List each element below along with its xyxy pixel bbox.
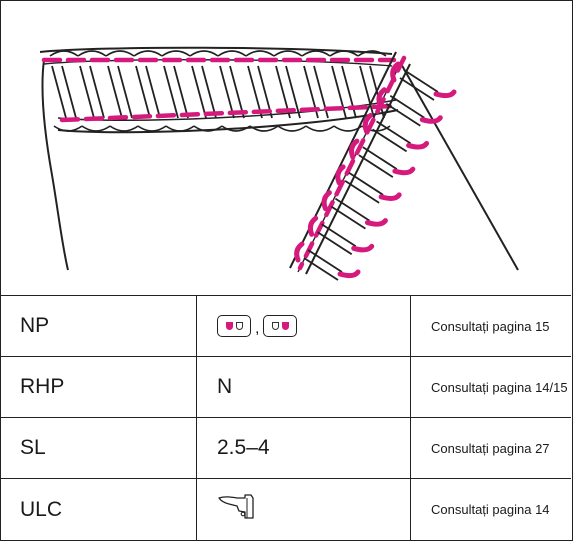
needle-left-active-icon: [217, 315, 251, 337]
upper-looper-converter-icon: [218, 493, 254, 519]
table-row: RHP N Consultați pagina 14/15: [0, 356, 571, 418]
page-reference: Consultați pagina 27: [410, 417, 571, 479]
settings-table: NP , Consultați pagina 15 RHP N Consulta…: [0, 296, 571, 540]
setting-key: SL: [0, 417, 197, 479]
table-row: NP , Consultați pagina 15: [0, 296, 571, 357]
flatlock-seam-stitch-illustration-icon: [39, 46, 519, 281]
stitch-illustration: [0, 46, 571, 296]
needle-right-active-icon: [263, 315, 298, 337]
setting-value: [196, 478, 411, 540]
separator: ,: [255, 320, 260, 337]
setting-value: 2.5–4: [196, 417, 411, 479]
setting-key: ULC: [0, 478, 197, 540]
table-row: SL 2.5–4 Consultați pagina 27: [0, 417, 571, 479]
page-reference: Consultați pagina 14/15: [410, 356, 571, 418]
setting-key: RHP: [0, 356, 197, 418]
setting-value: ,: [196, 296, 411, 357]
setting-key: NP: [0, 296, 197, 357]
page-reference: Consultați pagina 15: [431, 318, 550, 334]
setting-value: N: [196, 356, 411, 418]
table-row: ULC Consultați pagina 14: [0, 478, 571, 540]
page-reference: Consultați pagina 14: [410, 478, 571, 540]
